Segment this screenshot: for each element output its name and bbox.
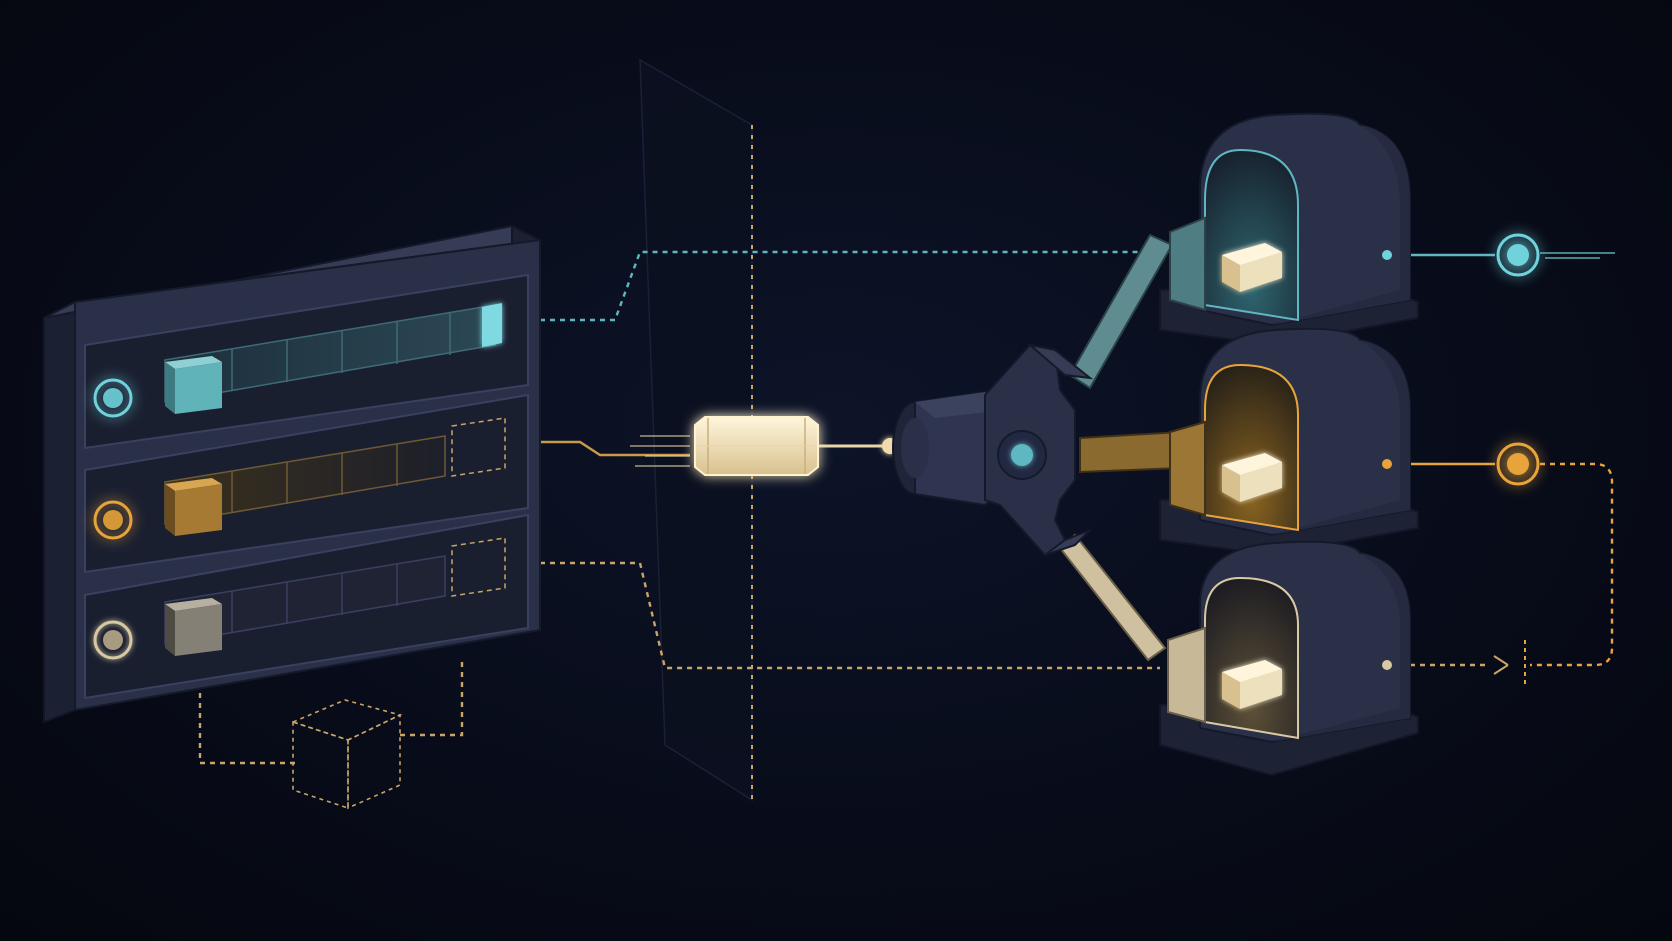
station-amber-message-icon [1222, 453, 1282, 502]
orphan-cube-icon [290, 699, 403, 810]
wire-teal-queue-to-station [520, 250, 1150, 322]
queue-row-teal-slot-dividers [231, 313, 451, 391]
router-pivot-light [1011, 444, 1033, 466]
station-teal-arch [1204, 148, 1299, 322]
queue-row-teal-cube-icon [165, 356, 222, 414]
router-hub [892, 390, 1006, 507]
station-amber-port [1382, 459, 1392, 469]
queue-row-teal-indicator-core [103, 388, 123, 408]
teal-output-core [1507, 244, 1529, 266]
station-amber-arch [1204, 363, 1299, 532]
station-amber [1159, 327, 1419, 557]
capsule-speed-lines [630, 435, 690, 467]
queue-row-amber-slot-dividers [231, 444, 398, 513]
wire-to-orphan-left [198, 673, 295, 765]
queue-row-beige [84, 513, 529, 700]
amber-output-core [1507, 453, 1529, 475]
queue-row-beige-indicator-icon [93, 620, 133, 660]
teal-output-trail [1540, 252, 1615, 259]
teal-output-ring [1496, 233, 1540, 277]
station-teal-port [1382, 250, 1392, 260]
queue-row-teal [84, 273, 529, 450]
wire-to-orphan-right [400, 660, 464, 737]
queue-panel [43, 224, 544, 724]
queue-row-beige-cube-icon [165, 598, 222, 656]
queue-row-beige-indicator-core [103, 630, 123, 650]
router-arm-amber [1079, 430, 1181, 474]
queue-row-amber-empty-slot [451, 417, 506, 477]
wire-amber-queue-to-capsule [520, 440, 690, 457]
wire-amber-retry-loop [1530, 462, 1614, 667]
station-teal [1159, 112, 1419, 347]
queue-row-amber [84, 393, 529, 574]
station-beige-dock [1167, 626, 1206, 724]
amber-output-ring [1496, 442, 1540, 486]
station-amber-dock [1169, 420, 1206, 517]
queue-row-amber-indicator-core [103, 510, 123, 530]
router-arm-beige [1058, 533, 1167, 662]
message-capsule-icon [694, 416, 819, 476]
retry-arrow-icon [1493, 655, 1509, 675]
router-arm [892, 233, 1181, 662]
queue-row-beige-slot-dividers [231, 564, 398, 633]
queue-row-beige-empty-slot [451, 537, 506, 597]
station-beige-port [1382, 660, 1392, 670]
station-teal-dock [1169, 216, 1206, 312]
station-beige [1159, 540, 1419, 777]
router-arm-teal [1068, 233, 1174, 390]
queue-row-amber-indicator-icon [93, 500, 133, 540]
station-teal-message-icon [1222, 243, 1282, 292]
queue-row-teal-head-slot [482, 303, 502, 347]
station-beige-arch [1204, 576, 1299, 740]
queue-row-teal-indicator-icon [93, 378, 133, 418]
wire-beige-queue-to-station [520, 561, 1160, 670]
queue-row-amber-cube-icon [165, 478, 222, 536]
station-beige-message-icon [1222, 660, 1282, 709]
